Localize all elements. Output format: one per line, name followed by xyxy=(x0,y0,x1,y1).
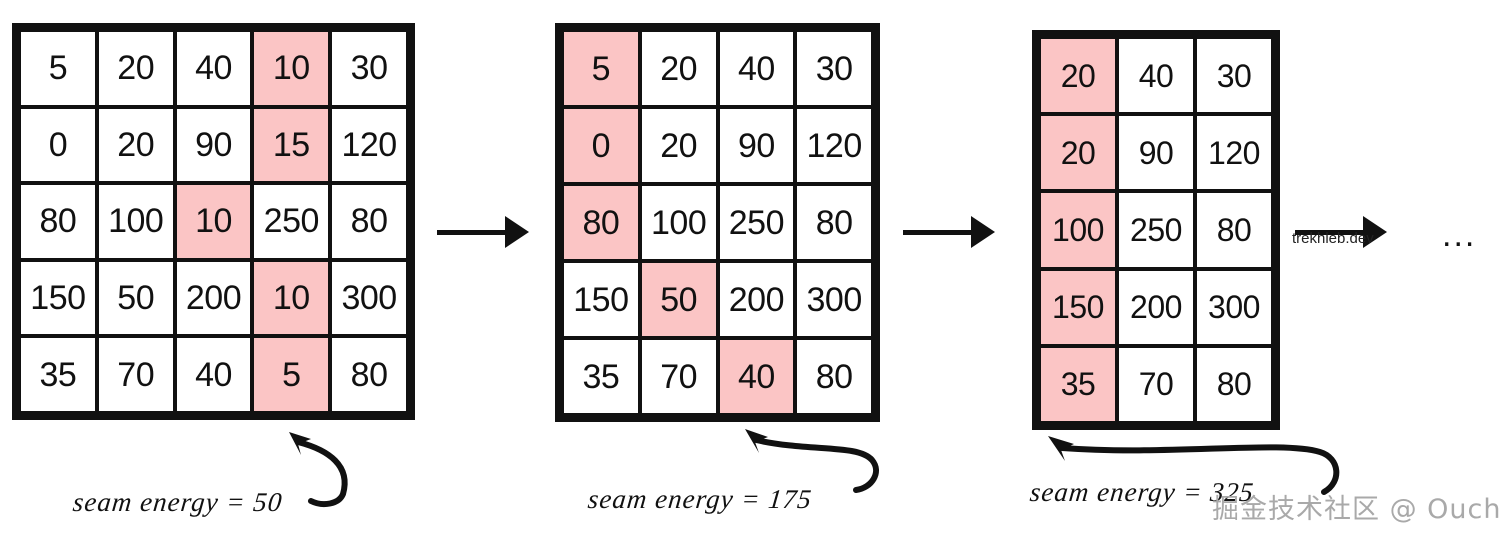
curved-pointer-icon-step-3 xyxy=(1048,436,1340,495)
arrow-shaft xyxy=(903,230,975,235)
matrix-cell-seam: 10 xyxy=(176,185,251,258)
matrix-cell: 40 xyxy=(176,32,251,105)
matrix-cell: 80 xyxy=(1197,347,1271,421)
matrix-cell-seam: 10 xyxy=(254,32,329,105)
matrix-cell: 150 xyxy=(21,261,95,335)
matrix-cell: 120 xyxy=(1197,116,1271,190)
matrix-cell: 30 xyxy=(797,32,871,105)
right-arrow-icon-step2-to-step3 xyxy=(903,212,995,252)
matrix-cell-seam: 100 xyxy=(1041,193,1115,267)
matrix-cell: 250 xyxy=(254,185,329,258)
curved-pointer-icon-step-1 xyxy=(289,432,348,508)
matrix-cell: 70 xyxy=(1119,347,1193,421)
matrix-cell: 30 xyxy=(332,32,406,105)
matrix-cell-seam: 5 xyxy=(564,32,638,105)
matrix-cell: 70 xyxy=(98,338,173,411)
matrix-cell-seam: 150 xyxy=(1041,270,1115,344)
curved-pointer-icon-step-2 xyxy=(745,429,879,493)
matrix-cell: 80 xyxy=(332,185,406,258)
matrix-cell: 35 xyxy=(564,340,638,413)
matrix-cell: 300 xyxy=(797,263,871,336)
matrix-cell: 40 xyxy=(1119,39,1193,113)
matrix-cell: 200 xyxy=(1119,270,1193,344)
matrix-cell: 40 xyxy=(719,32,794,105)
matrix-cell: 40 xyxy=(176,338,251,411)
matrix-cell: 120 xyxy=(797,109,871,182)
matrix-cell: 100 xyxy=(641,186,716,259)
matrix-cell: 70 xyxy=(641,340,716,413)
seam-energy-caption-step-1: seam energy = 50 xyxy=(71,487,285,517)
matrix-cell: 80 xyxy=(332,338,406,411)
matrix-cell: 120 xyxy=(332,108,406,182)
watermark-text: 掘金技术社区 @ Ouch xyxy=(1212,494,1500,525)
matrix-cell: 90 xyxy=(1119,116,1193,190)
matrix-cell-seam: 80 xyxy=(564,186,638,259)
matrix-cell: 80 xyxy=(1197,193,1271,267)
arrow-head xyxy=(1363,216,1387,248)
seam-energy-caption-step-2: seam energy = 175 xyxy=(586,484,814,514)
matrix-cell: 300 xyxy=(332,261,406,335)
matrix-cell: 20 xyxy=(641,32,716,105)
matrix-cell: 80 xyxy=(21,185,95,258)
matrix-cell: 100 xyxy=(98,185,173,258)
matrix-cell: 80 xyxy=(797,340,871,413)
matrix-cell: 0 xyxy=(21,108,95,182)
matrix-cell: 30 xyxy=(1197,39,1271,113)
continuation-ellipsis: ... xyxy=(1442,216,1477,254)
matrix-cell: 20 xyxy=(98,108,173,182)
matrix-cell-seam: 20 xyxy=(1041,39,1115,113)
matrix-cell-seam: 50 xyxy=(641,263,716,336)
matrix-cell: 50 xyxy=(98,261,173,335)
matrix-cell: 250 xyxy=(1119,193,1193,267)
matrix-cell-seam: 10 xyxy=(254,261,329,335)
matrix-cell: 200 xyxy=(176,261,251,335)
matrix-cell: 5 xyxy=(21,32,95,105)
matrix-cell-seam: 40 xyxy=(719,340,794,413)
arrow-head xyxy=(971,216,995,248)
matrix-cell: 300 xyxy=(1197,270,1271,344)
matrix-cell: 90 xyxy=(176,108,251,182)
right-arrow-icon-after-step3 xyxy=(1295,212,1387,252)
matrix-cell: 20 xyxy=(641,109,716,182)
matrix-cell-seam: 35 xyxy=(1041,347,1115,421)
arrow-shaft xyxy=(1295,230,1367,235)
matrix-cell: 90 xyxy=(719,109,794,182)
arrow-head xyxy=(505,216,529,248)
matrix-cell: 200 xyxy=(719,263,794,336)
source-attribution-label: trekhleb.dev xyxy=(1292,230,1374,247)
matrix-cell: 35 xyxy=(21,338,95,411)
matrix-cell: 150 xyxy=(564,263,638,336)
matrix-cell-seam: 5 xyxy=(254,338,329,411)
matrix-cell-seam: 15 xyxy=(254,108,329,182)
matrix-cell-seam: 0 xyxy=(564,109,638,182)
matrix-cell: 250 xyxy=(719,186,794,259)
matrix-cell: 20 xyxy=(98,32,173,105)
matrix-cell-seam: 20 xyxy=(1041,116,1115,190)
matrix-cell: 80 xyxy=(797,186,871,259)
arrow-shaft xyxy=(437,230,509,235)
right-arrow-icon-step1-to-step2 xyxy=(437,212,529,252)
